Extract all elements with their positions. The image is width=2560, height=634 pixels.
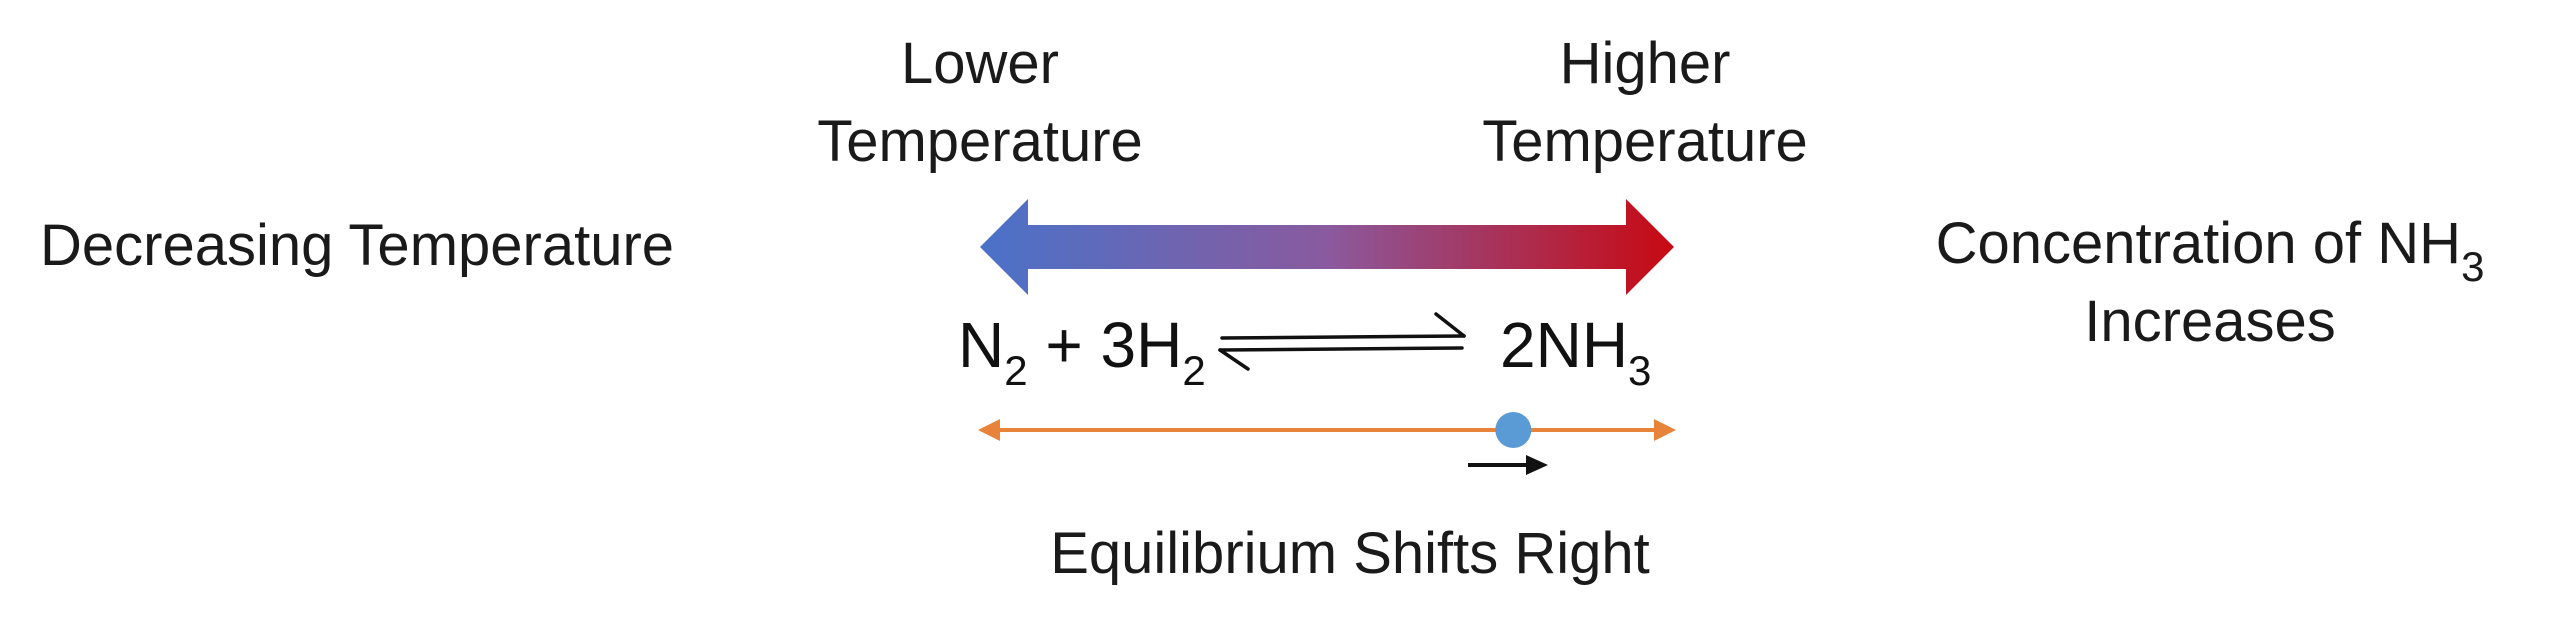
- concentration-line2: Increases: [2084, 289, 2336, 354]
- reactant-n: N: [958, 309, 1005, 381]
- decreasing-temperature-label: Decreasing Temperature: [40, 207, 674, 285]
- product-nh: 2NH: [1500, 309, 1629, 381]
- forward-harpoon-line: [1220, 334, 1466, 340]
- equilibrium-shift-text: Equilibrium Shifts Right: [1050, 521, 1650, 586]
- lower-temperature-line2: Temperature: [817, 109, 1143, 174]
- equilibrium-position-marker: [1495, 412, 1532, 448]
- concentration-label: Concentration of NH3 Increases: [1870, 205, 2550, 361]
- reactant-h-subscript: 2: [1182, 347, 1206, 394]
- lower-temperature-label: Lower Temperature: [780, 25, 1180, 181]
- equilibrium-harpoon-arrows: [1218, 312, 1466, 371]
- scale-right-arrowhead: [1654, 419, 1676, 441]
- higher-temperature-label: Higher Temperature: [1440, 25, 1850, 181]
- forward-harpoon-barb: [1434, 312, 1466, 338]
- reverse-harpoon-line: [1218, 346, 1464, 352]
- temperature-gradient-double-arrow: [980, 199, 1674, 295]
- equation-products: 2NH3: [1500, 305, 1651, 392]
- concentration-line1: Concentration of NH3: [1870, 205, 2550, 288]
- reactant-n-subscript: 2: [1004, 347, 1028, 394]
- shift-arrow-head: [1526, 455, 1548, 475]
- concentration-text: Concentration of NH: [1935, 211, 2462, 276]
- scale-left-arrowhead: [978, 419, 1000, 441]
- higher-temperature-line1: Higher: [1559, 31, 1731, 96]
- reverse-harpoon-barb: [1218, 348, 1250, 371]
- lower-temperature-line1: Lower: [901, 31, 1059, 96]
- concentration-subscript: 3: [2461, 243, 2485, 290]
- equilibrium-shift-label: Equilibrium Shifts Right: [1000, 515, 1700, 593]
- shift-right-arrow: [1468, 455, 1548, 475]
- equation-reactants: N2 + 3H2: [958, 305, 1206, 392]
- higher-temperature-line2: Temperature: [1482, 109, 1808, 174]
- reactant-h: + 3H: [1027, 309, 1183, 381]
- decreasing-temperature-text: Decreasing Temperature: [40, 213, 675, 278]
- product-subscript: 3: [1628, 347, 1652, 394]
